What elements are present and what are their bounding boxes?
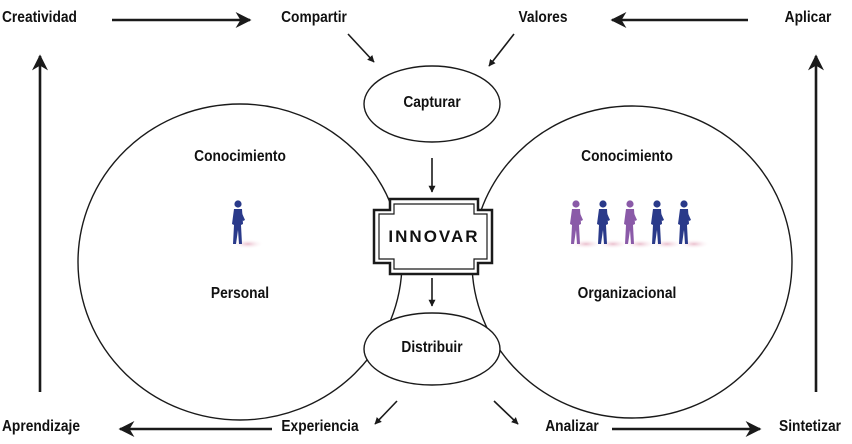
distribuir-label: Distribuir [401,339,463,356]
compartir-to-capturar-arrow [347,33,375,63]
innovar-label: INNOVAR [388,227,480,246]
aplicar-label: Aplicar [784,9,832,26]
innovar-box [372,197,494,276]
experiencia-label: Experiencia [281,418,359,435]
creatividad-label: Creatividad [2,9,77,26]
valores-label: Valores [518,9,568,26]
innovar-box-inner [378,203,488,270]
personal-figure-group [232,200,264,249]
person-figure-icon [232,200,264,249]
valores-to-capturar-arrow [488,33,515,67]
person-figure-icon [597,200,629,249]
personal-knowledge-heading: Conocimiento [194,148,286,165]
distribuir-to-experiencia-arrow [374,400,398,425]
personal-knowledge-subheading: Personal [210,285,270,302]
person-figure-icon [624,200,656,249]
capturar-ellipse [363,65,501,143]
organizational-figure-group [570,200,710,249]
sintetizar-label: Sintetizar [779,418,841,435]
aprendizaje-label: Aprendizaje [2,418,80,435]
distribuir-ellipse [363,312,501,386]
analizar-label: Analizar [545,418,599,435]
capturar-label: Capturar [403,94,461,111]
person-figure-icon [570,200,602,249]
person-figure-icon [651,200,683,249]
compartir-label: Compartir [281,9,347,26]
organizational-knowledge-heading: Conocimiento [581,148,673,165]
person-figure-icon [678,200,710,249]
distribuir-to-analizar-arrow [493,400,519,425]
organizational-knowledge-subheading: Organizacional [577,285,677,302]
